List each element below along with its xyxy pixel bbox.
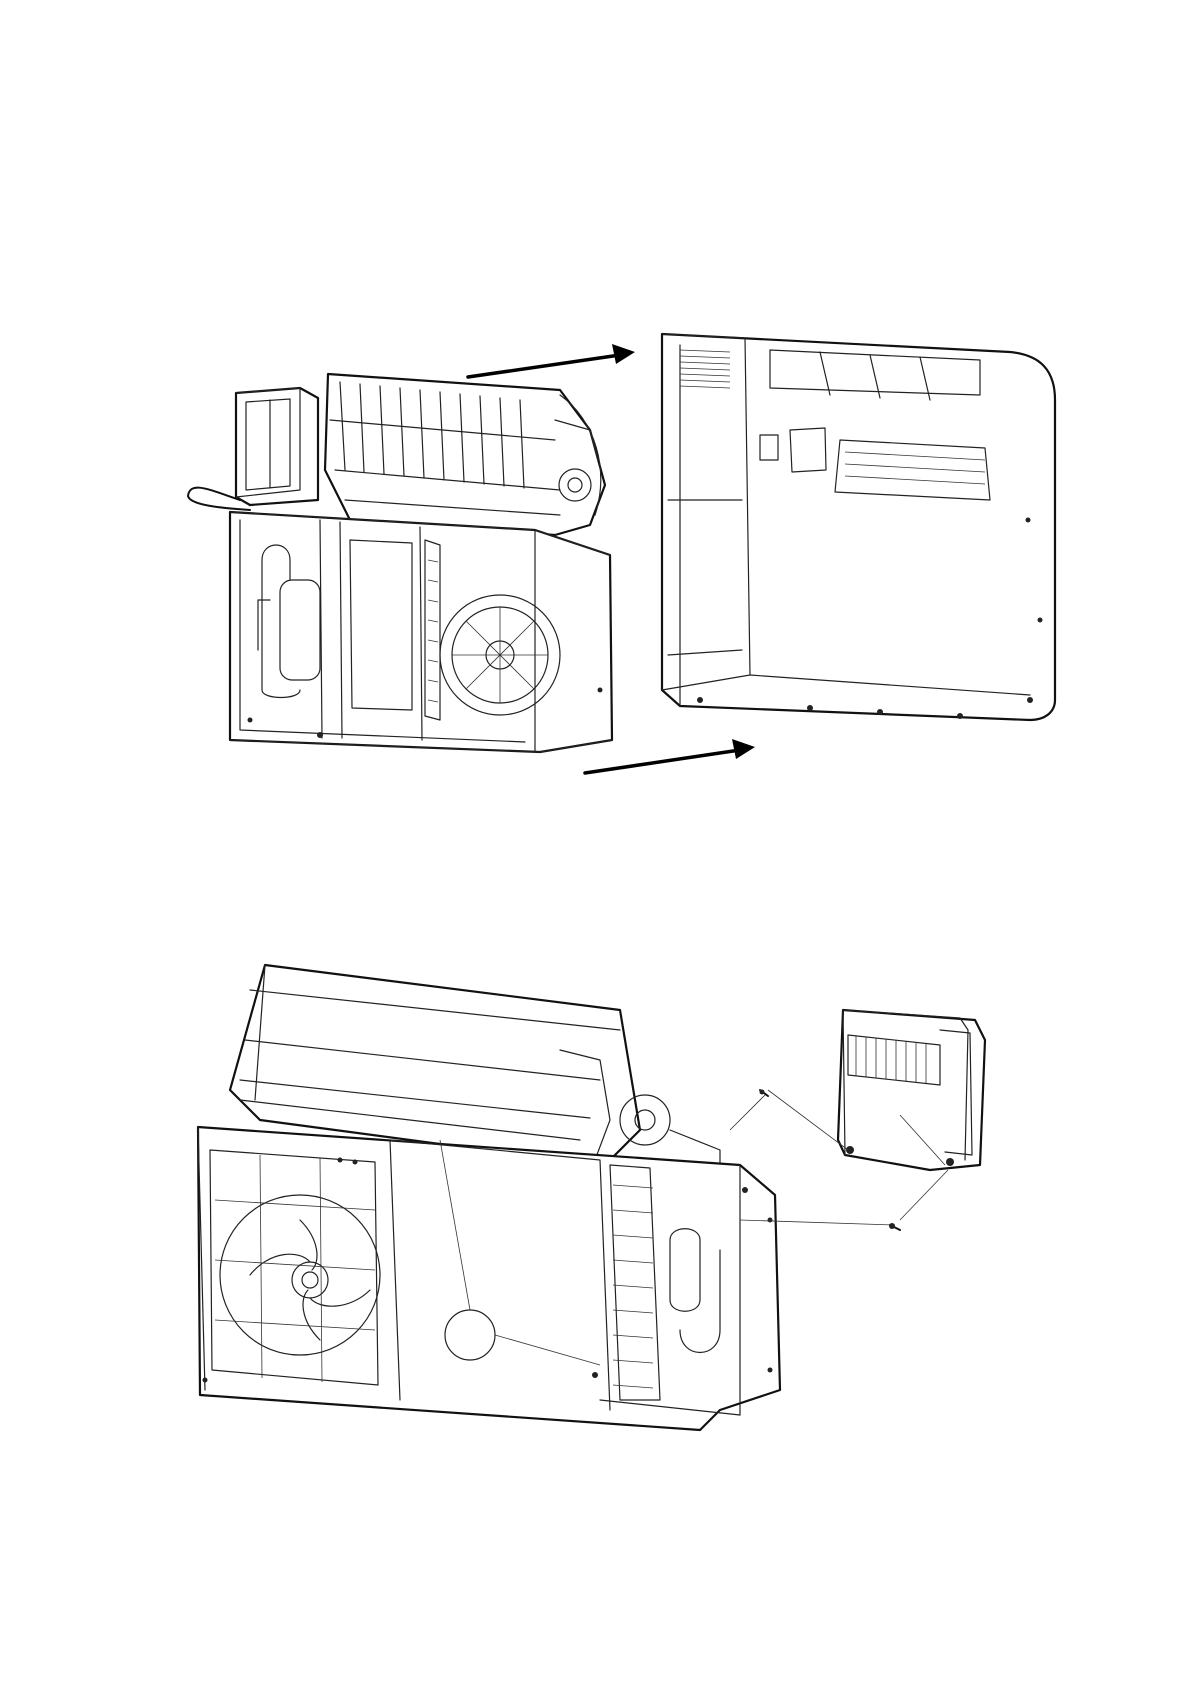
unit-chassis-rear-view	[198, 965, 780, 1430]
bottom-figure	[198, 965, 985, 1430]
screw-icon	[760, 1090, 769, 1097]
top-figure	[188, 334, 1055, 773]
indoor-unit-chassis	[188, 374, 612, 752]
electrical-control-box	[838, 1010, 985, 1170]
screw-icon	[889, 1223, 900, 1230]
front-cover-housing	[662, 334, 1055, 720]
